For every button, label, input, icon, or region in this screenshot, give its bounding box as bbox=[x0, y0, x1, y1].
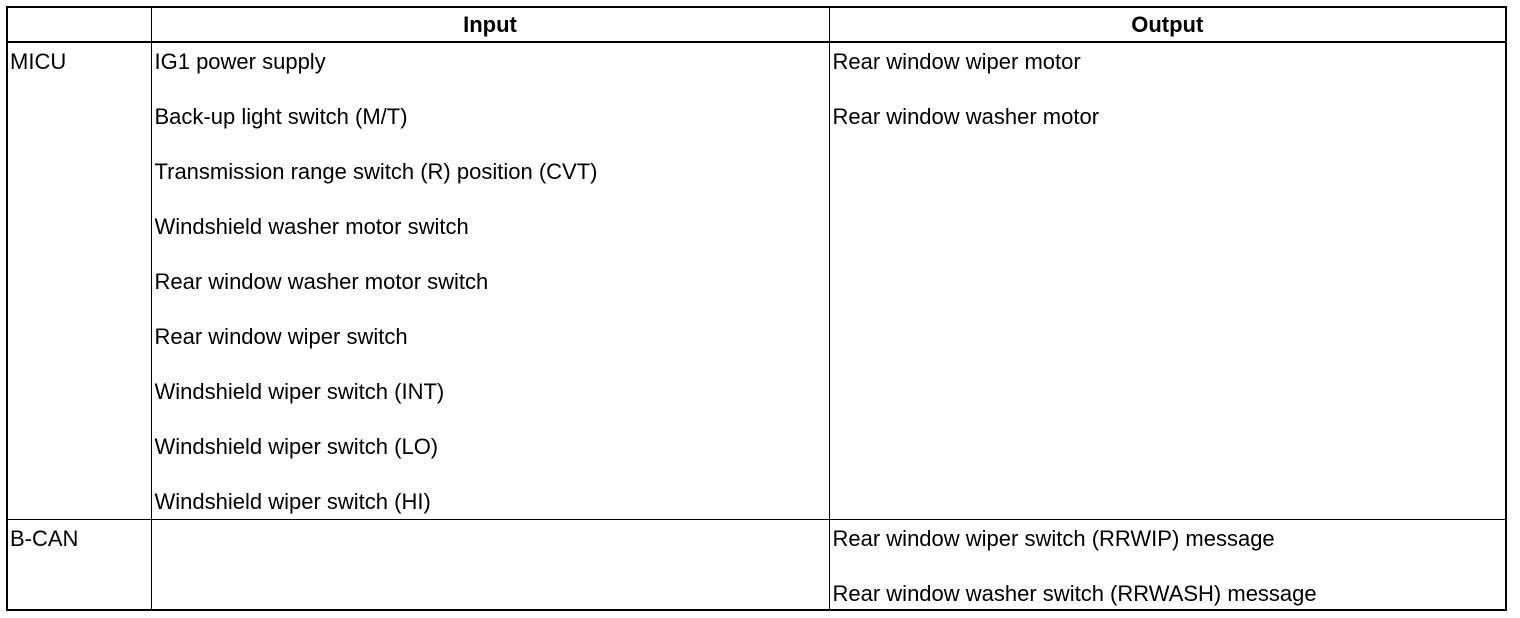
output-list: Rear window wiper switch (RRWIP) message… bbox=[830, 520, 1506, 607]
input-cell bbox=[150, 518, 830, 611]
table-row-micu: MICU IG1 power supply Back-up light swit… bbox=[6, 41, 1507, 520]
input-item: Transmission range switch (R) position (… bbox=[154, 159, 598, 184]
output-item: Rear window washer motor bbox=[832, 104, 1100, 129]
input-list: IG1 power supply Back-up light switch (M… bbox=[152, 43, 829, 515]
input-item: Windshield wiper switch (LO) bbox=[154, 434, 439, 459]
output-list: Rear window wiper motor Rear window wash… bbox=[830, 43, 1506, 130]
output-item: Rear window washer switch (RRWASH) messa… bbox=[832, 580, 1317, 606]
input-item: Windshield wiper switch (INT) bbox=[154, 379, 445, 404]
input-item: Rear window wiper switch bbox=[154, 324, 408, 349]
input-item: IG1 power supply bbox=[154, 49, 326, 74]
row-label-cell: MICU bbox=[6, 41, 152, 520]
input-item: Windshield washer motor switch bbox=[154, 214, 469, 239]
output-cell: Rear window wiper motor Rear window wash… bbox=[828, 41, 1507, 520]
output-item: Rear window wiper switch (RRWIP) message bbox=[832, 525, 1275, 551]
io-table: Input Output MICU IG1 power supply Back-… bbox=[6, 6, 1507, 611]
row-label-cell: B-CAN bbox=[6, 518, 152, 611]
table-row-bcan: B-CAN Rear window wiper switch (RRWIP) m… bbox=[6, 518, 1507, 611]
row-label: MICU bbox=[10, 49, 67, 74]
input-cell: IG1 power supply Back-up light switch (M… bbox=[150, 41, 830, 520]
header-blank-cell bbox=[6, 6, 152, 43]
input-item: Back-up light switch (M/T) bbox=[154, 104, 408, 129]
input-item: Windshield wiper switch (HI) bbox=[154, 489, 431, 514]
header-row: Input Output bbox=[6, 6, 1507, 43]
input-item: Rear window washer motor switch bbox=[154, 269, 489, 294]
output-cell: Rear window wiper switch (RRWIP) message… bbox=[828, 518, 1507, 611]
output-item: Rear window wiper motor bbox=[832, 49, 1081, 74]
header-output: Output bbox=[828, 6, 1507, 43]
header-input: Input bbox=[150, 6, 830, 43]
row-label: B-CAN bbox=[10, 525, 79, 551]
